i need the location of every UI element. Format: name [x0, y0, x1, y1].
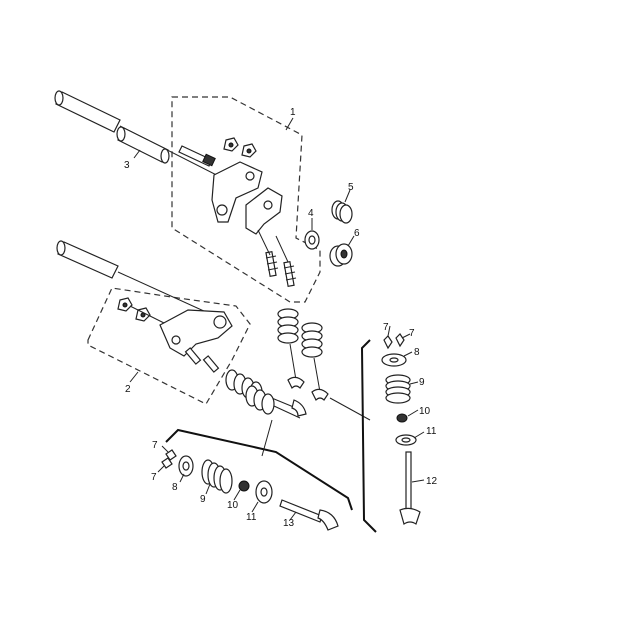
valve-spring-lower — [201, 459, 233, 494]
callout-8a: 8 — [414, 347, 420, 358]
callout-7b: 7 — [409, 328, 415, 339]
spring-retainer-lower — [178, 455, 194, 477]
spring-seat-right — [395, 434, 417, 446]
adjuster-screw-upper-a — [265, 250, 279, 278]
callout-1: 1 — [290, 107, 296, 118]
callout-12: 12 — [426, 476, 438, 487]
group-2-outline — [87, 287, 251, 405]
adjuster-screw-lower-a — [184, 347, 202, 365]
valve-keeper-right — [383, 333, 405, 350]
exhaust-valve — [279, 499, 339, 531]
callout-7c: 7 — [152, 440, 158, 451]
adjuster-pin — [178, 145, 216, 167]
callout-4: 4 — [308, 208, 314, 219]
valve-keeper-lower — [161, 449, 177, 469]
nut-2 — [241, 143, 257, 158]
callout-11b: 11 — [246, 512, 257, 523]
coil-spring — [331, 200, 353, 224]
nut-1 — [223, 137, 239, 152]
rocker-arm-upper-b — [245, 187, 283, 235]
nut-3 — [117, 297, 133, 312]
valve-seal-right — [396, 413, 408, 423]
adjuster-screw-upper-b — [283, 260, 297, 288]
valve-spring-stack-b — [301, 322, 329, 402]
right-bracket — [360, 339, 377, 533]
callout-2: 2 — [125, 384, 131, 395]
group-1-outline — [171, 96, 321, 303]
callout-5: 5 — [348, 182, 354, 193]
callout-6: 6 — [354, 228, 360, 239]
callout-7a: 7 — [383, 322, 389, 333]
shaft-collar — [329, 243, 353, 267]
adjuster-screw-lower-b — [202, 355, 220, 373]
callout-3: 3 — [124, 160, 130, 171]
callout-7d: 7 — [151, 472, 157, 483]
valve-spring-right — [385, 374, 411, 404]
lower-bracket — [165, 428, 353, 511]
rocker-arm-lower — [159, 309, 233, 357]
valve-spring-stack-d — [245, 385, 301, 419]
spring-retainer-right — [381, 353, 407, 367]
callout-10b: 10 — [227, 500, 239, 511]
rocker-arm-upper-a — [211, 161, 263, 223]
thrust-washer — [304, 230, 320, 250]
callout-8b: 8 — [172, 482, 178, 493]
callout-10a: 10 — [419, 406, 431, 417]
spacer-tube — [116, 126, 170, 164]
callout-13: 13 — [283, 518, 295, 529]
callout-11a: 11 — [426, 426, 437, 437]
intake-valve — [399, 451, 421, 525]
valve-spring-stack-a — [277, 308, 305, 390]
callout-9a: 9 — [419, 377, 425, 388]
valve-seal-lower — [238, 480, 250, 492]
spring-seat-lower — [255, 480, 273, 504]
callout-9b: 9 — [200, 494, 206, 505]
